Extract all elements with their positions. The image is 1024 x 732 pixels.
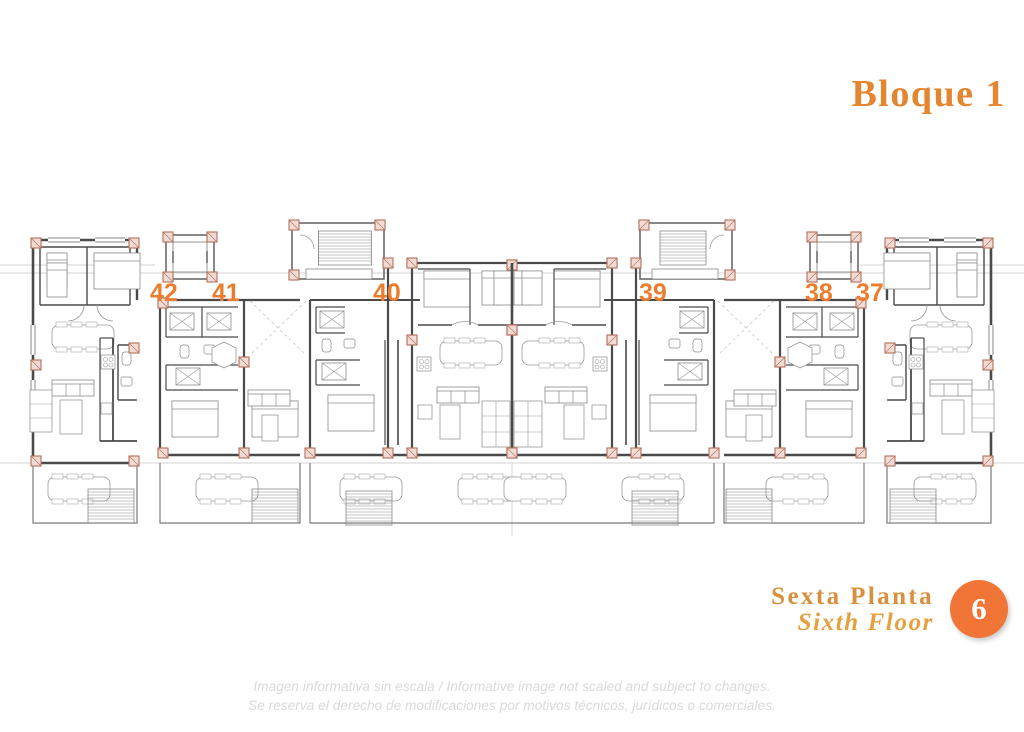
disclaimer-line-1: Imagen informativa sin escala / Informat… <box>253 678 771 694</box>
floor-label-es: Sexta Planta <box>771 582 934 610</box>
unit-number-41: 41 <box>212 279 240 307</box>
unit-number-37: 37 <box>856 279 884 307</box>
floor-label-group: Sexta Planta Sixth Floor <box>771 582 934 637</box>
building-half-right <box>493 219 995 526</box>
building-half-left <box>29 237 141 524</box>
unit-number-38: 38 <box>805 279 833 307</box>
floor-number-badge: 6 <box>950 580 1008 638</box>
unit-41-plan <box>157 297 301 524</box>
unit-40-plan <box>249 257 531 526</box>
floor-indicator: Sexta Planta Sixth Floor 6 <box>771 580 1008 640</box>
disclaimer: Imagen informativa sin escala / Informat… <box>0 677 1024 716</box>
floor-plan-drawing <box>0 219 1024 535</box>
stair-core-left <box>288 219 386 281</box>
unit-number-39: 39 <box>639 279 667 307</box>
elevator-core-left <box>162 231 218 283</box>
block-title: Bloque 1 <box>851 73 1006 115</box>
disclaimer-line-2: Se reserva el derecho de modificaciones … <box>248 698 776 714</box>
unit-number-40: 40 <box>373 279 401 307</box>
floor-label-en: Sixth Floor <box>797 609 934 636</box>
unit-number-42: 42 <box>150 279 178 307</box>
